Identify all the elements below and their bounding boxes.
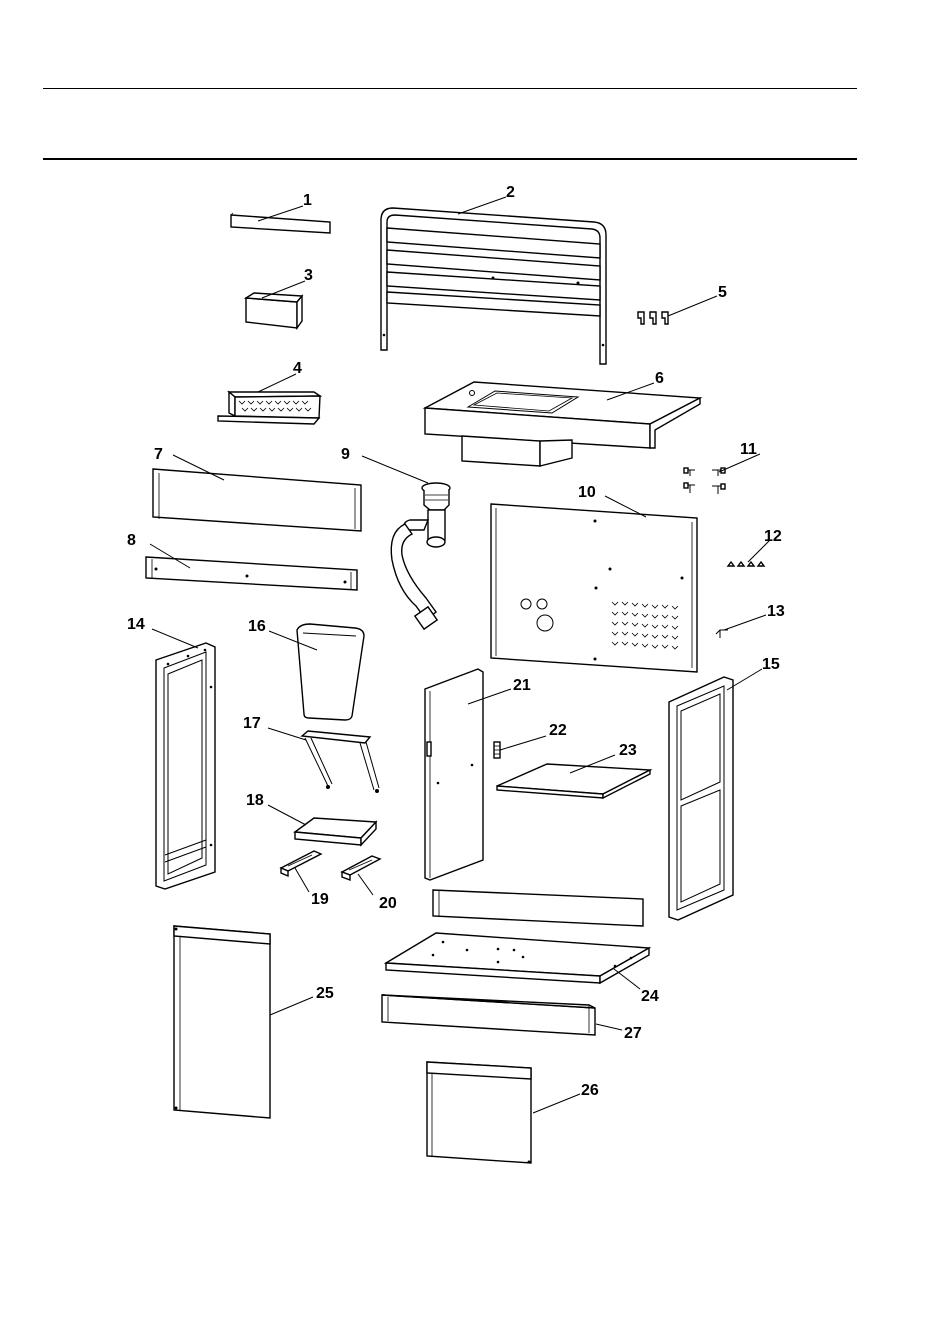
callout-19: 19 — [311, 891, 329, 908]
callout-8: 8 — [127, 532, 136, 549]
callout-9: 9 — [341, 446, 350, 463]
part-19-drawer-slide — [281, 851, 321, 876]
part-10-back-panel — [491, 504, 697, 672]
part-25-left-door — [174, 926, 270, 1118]
callout-4: 4 — [293, 360, 302, 377]
cross-rail — [433, 890, 643, 926]
callout-22: 22 — [549, 722, 567, 739]
part-9-drain-hose — [391, 483, 450, 629]
part-20-drawer-slide — [342, 856, 380, 880]
callout-18: 18 — [246, 792, 264, 809]
part-7-cross-panel — [153, 469, 361, 531]
callout-27: 27 — [624, 1025, 642, 1042]
callout-17: 17 — [243, 715, 261, 732]
part-15-right-side-frame — [669, 677, 733, 920]
callout-26: 26 — [581, 1082, 599, 1099]
callout-25: 25 — [316, 985, 334, 1002]
callout-3: 3 — [304, 267, 313, 284]
callout-2: 2 — [506, 184, 515, 201]
callout-7: 7 — [154, 446, 163, 463]
part-22-small-block — [494, 742, 500, 758]
part-24-bottom-shelf — [386, 933, 649, 983]
callout-10: 10 — [578, 484, 596, 501]
part-6-sink-countertop — [425, 382, 700, 466]
part-4-perforated-bracket — [218, 392, 320, 424]
callout-20: 20 — [379, 895, 397, 912]
part-17-bin-holder — [302, 731, 379, 793]
callout-23: 23 — [619, 742, 637, 759]
part-3-small-box — [246, 293, 302, 328]
part-2-back-rail-frame — [381, 208, 606, 364]
part-13-hook — [716, 630, 728, 638]
part-21-divider-panel — [425, 669, 483, 880]
callout-11: 11 — [740, 441, 757, 458]
part-11-brackets — [684, 468, 725, 494]
part-16-waste-bin — [297, 624, 364, 720]
callout-14: 14 — [127, 616, 145, 633]
part-12-screws — [728, 562, 764, 566]
callout-12: 12 — [764, 528, 782, 545]
callout-6: 6 — [655, 370, 664, 387]
callout-13: 13 — [767, 603, 785, 620]
part-23-shelf — [497, 764, 650, 798]
part-14-left-side-frame — [156, 643, 215, 889]
part-18-tray — [295, 818, 376, 845]
callout-16: 16 — [248, 618, 266, 635]
part-1-trim-strip — [231, 213, 330, 233]
part-8-rail — [146, 557, 357, 590]
callout-1: 1 — [303, 192, 312, 209]
callout-21: 21 — [513, 677, 531, 694]
callout-15: 15 — [762, 656, 780, 673]
callout-24: 24 — [641, 988, 659, 1005]
part-26-drawer-front — [427, 1062, 531, 1164]
callout-5: 5 — [718, 284, 727, 301]
part-5-clips — [638, 312, 668, 324]
part-27-front-rail — [382, 995, 595, 1035]
